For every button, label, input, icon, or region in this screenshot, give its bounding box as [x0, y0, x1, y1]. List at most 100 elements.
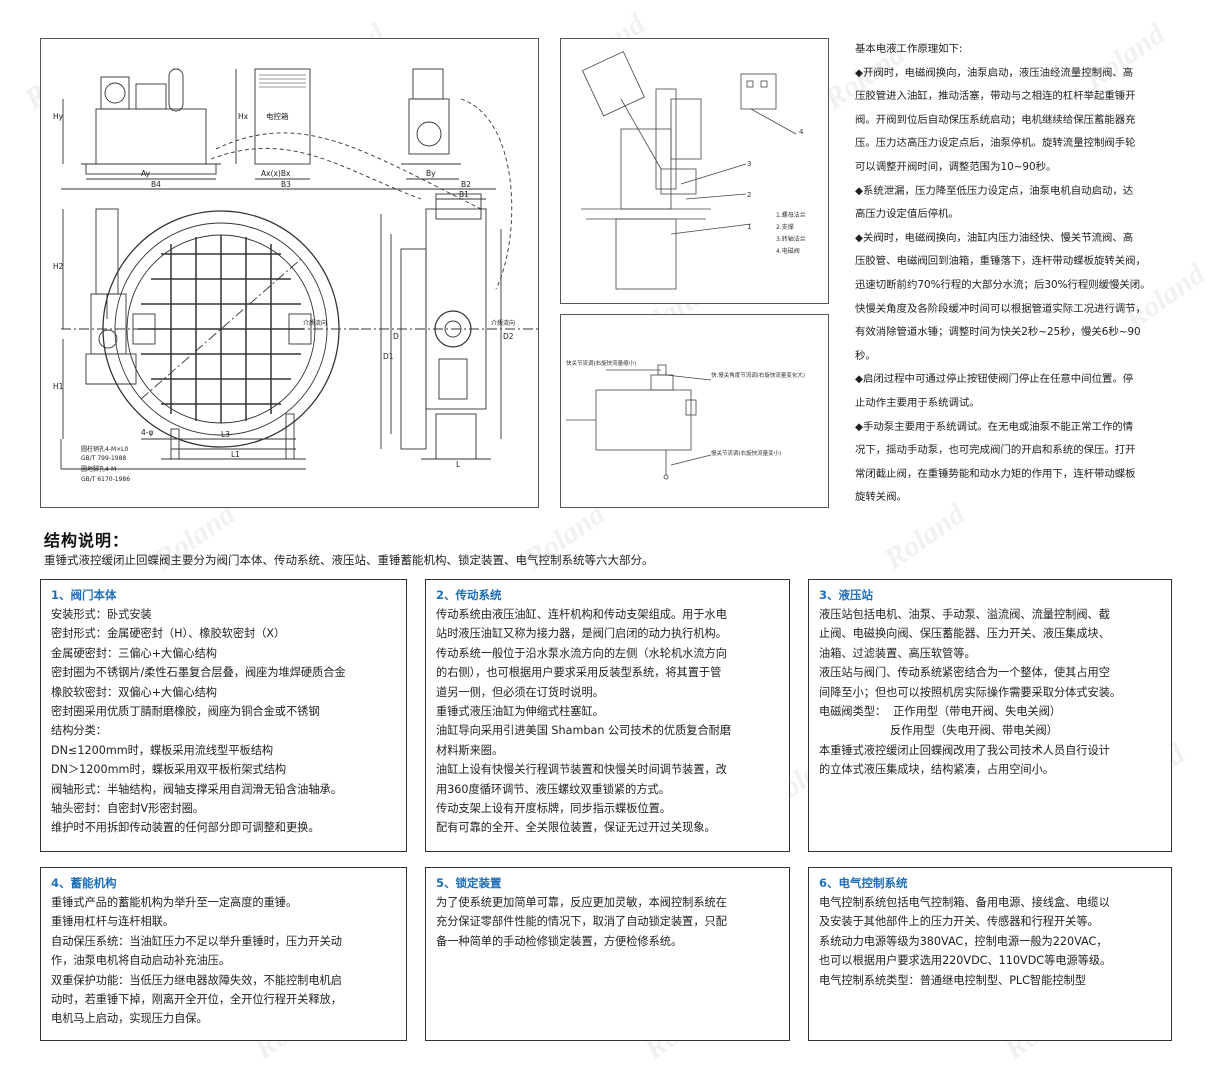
- dim-d: D: [393, 332, 399, 341]
- note-pin-hole: 圆柱销孔4-M×L0: [81, 445, 129, 453]
- box-line: 材料斯来圈。: [436, 743, 504, 757]
- box-line: 重锤式产品的蓄能机构为举升至一定高度的重锤。: [51, 896, 298, 909]
- box-line: 也可以根据用户要求选用220VDC、110VDC等电源等级。: [819, 954, 1112, 968]
- principle-line: 有效消除管道水锤；调整时间为快关2秒~25秒，慢关6秒~90: [855, 326, 1141, 339]
- box-lines: 为了使系统更加简单可靠，反应更加灵敏，本阀控制系统在充分保证零部件性能的情况下，…: [436, 893, 779, 951]
- legend-item: 4.电磁阀: [776, 247, 800, 255]
- principle-title: 基本电液工作原理如下:: [855, 43, 963, 55]
- dim-l1: L1: [231, 450, 240, 459]
- principle-line: 快慢关角度及各阶段缓冲时间可以根据管道实际工况进行调节，: [855, 302, 1146, 315]
- legend-item: 3.转轴法兰: [776, 235, 806, 243]
- box-line: 电气控制系统包括电气控制箱、备用电源、接线盒、电缆以: [819, 896, 1110, 909]
- angle-adjust-label: 快,慢关角度节流调(右旋快流量变化大): [711, 371, 805, 379]
- box-line: 结构分类：: [51, 724, 107, 738]
- dim-hy: Hy: [53, 112, 64, 121]
- callout-3: 3: [747, 160, 751, 168]
- structure-intro: 重锤式液控缓闭止回蝶阀主要分为阀门本体、传动系统、液压站、重锤蓄能机构、锁定装置…: [44, 553, 654, 567]
- callout-2: 2: [747, 191, 751, 199]
- principle-line: 压胶管、电磁阀回到油箱，重锤落下，连杆带动蝶板旋转关阀，: [855, 255, 1146, 268]
- legend-item: 1.螺母法兰: [776, 211, 806, 219]
- box-line: 电机马上启动，实现压力自保。: [51, 1012, 208, 1026]
- box-lines: 传动系统由液压油缸、连杆机构和传动支架组成。用于水电站时液压油缸又称为接力器，是…: [436, 605, 779, 838]
- box-line: 电磁阀类型： 正作用型（带电开阀、失电关阀）: [819, 705, 1062, 719]
- box-line: 间降至小；但也可以按照机房实际操作需要采取分体式安装。: [819, 685, 1122, 699]
- box-line: 及安装于其他部件上的压力开关、传感器和行程开关等。: [819, 915, 1099, 929]
- box-title: 6、电气控制系统: [819, 876, 908, 890]
- dim-b1: B1: [459, 190, 469, 199]
- dim-b2: B2: [461, 180, 471, 189]
- box-line: 的立体式液压集成块，结构紧凑，占用空间小。: [819, 763, 1054, 777]
- box-line: 密封圈为不锈钢片/柔性石墨复合层叠，阀座为堆焊硬质合金: [51, 666, 346, 680]
- box-line: 充分保证零部件性能的情况下，取消了自动锁定装置，只配: [436, 915, 727, 929]
- dim-by: By: [426, 169, 436, 178]
- box-line: 阀轴形式：半轴结构，阀轴支撑采用自润滑无铅含油轴承。: [51, 782, 342, 796]
- box-line: 自动保压系统：当油缸压力不足以举升重锤时，压力开关动: [51, 934, 342, 948]
- box-title: 4、蓄能机构: [51, 876, 117, 890]
- box-line: 电气控制系统类型：普通继电控制型、PLC智能控制型: [819, 973, 1086, 987]
- box-line: 为了使系统更加简单可靠，反应更加灵敏，本阀控制系统在: [436, 896, 727, 909]
- flow-direction-1: 介质流向: [303, 319, 327, 327]
- slow-close-adjust-label: 慢关节流调(右旋快流量变小): [711, 449, 781, 457]
- principle-lines: ◆开阀时，电磁阀换向，油泵启动，液压油经流量控制阀、高压胶管进入油缸，推动活塞，…: [855, 62, 1175, 510]
- box-line: 密封圈采用优质丁腈耐磨橡胶，阀座为铜合金或不锈钢: [51, 705, 320, 719]
- legend-item: 2.支撑: [776, 223, 794, 231]
- dim-ay: Ay: [141, 169, 151, 178]
- box-title: 3、液压站: [819, 588, 874, 602]
- box-line: 动时，若重锤下掉，刚离开全开位，全开位行程开关释放，: [51, 993, 342, 1007]
- principle-line: ◆开阀时，电磁阀换向，油泵启动，液压油经流量控制阀、高: [855, 66, 1134, 79]
- principle-line: 可以调整开阀时间，调整范围为10~90秒。: [855, 160, 1057, 173]
- box-line: 本重锤式液控缓闭止回蝶阀改用了我公司技术人员自行设计: [819, 743, 1110, 757]
- working-principle: 基本电液工作原理如下: ◆开阀时，电磁阀换向，油泵启动，液压油经流量控制阀、高压…: [855, 38, 1175, 510]
- callout-4: 4: [799, 128, 804, 136]
- box-line: 油箱、过滤装置、高压软管等。: [819, 646, 976, 660]
- dim-d1: D1: [383, 352, 394, 361]
- box-electrical-control: 6、电气控制系统 电气控制系统包括电气控制箱、备用电源、接线盒、电缆以及安装于其…: [808, 867, 1172, 1041]
- dim-b4: B4: [151, 180, 161, 189]
- fast-close-adjust-label: 快关节流调(右旋快流量缩小): [566, 359, 636, 367]
- principle-line: 阀。开阀到位后自动保压系统启动；电机继续给保压蓄能器充: [855, 113, 1136, 126]
- box-line: 传动系统一般位于沿水泵水流方向的左侧（水轮机水流方向: [436, 646, 727, 660]
- box-valve-body: 1、阀门本体 安装形式：卧式安装密封形式：金属硬密封（H）、橡胶软密封（X）金属…: [40, 579, 407, 852]
- box-line: DN≤1200mm时，蝶板采用流线型平板结构: [51, 743, 274, 757]
- callout-1: 1: [747, 223, 751, 231]
- principle-line: 压。压力达高压力设定点后，油泵停机。旋转流量控制阀手轮: [855, 137, 1136, 150]
- control-box-label: 电控箱: [266, 111, 289, 121]
- box-line: 油缸导向采用引进美国 Shamban 公司技术的优质复合耐磨: [436, 724, 732, 738]
- legend: 1.螺母法兰 2.支撑 3.转轴法兰 4.电磁阀: [776, 211, 806, 255]
- structure-title: 结构说明：: [44, 531, 130, 550]
- box-line: 道另一侧，但必须在订货时说明。: [436, 685, 604, 699]
- valve-dimension-drawing: Hy Hx 电控箱 Ay Ax(x)Bx By B4 B3 B2 B1 H2 H…: [53, 68, 541, 483]
- principle-line: 高压力设定值后停机。: [855, 208, 959, 221]
- box-line: 密封形式：金属硬密封（H）、橡胶软密封（X）: [51, 627, 286, 641]
- box-transmission: 2、传动系统 传动系统由液压油缸、连杆机构和传动支架组成。用于水电站时液压油缸又…: [425, 579, 790, 852]
- note-anchor-hole: 圆地脚孔4-M: [81, 465, 116, 473]
- side-drawing-panel: 4 3 2 1 1.螺母法兰 2.支撑 3.转轴法兰 4.电磁阀: [560, 38, 829, 304]
- box-lines: 液压站包括电机、油泵、手动泵、溢流阀、流量控制阀、截止阀、电磁换向阀、保压蓄能器…: [819, 605, 1161, 780]
- dim-d2: D2: [503, 332, 514, 341]
- box-line: 系统动力电源等级为380VAC，控制电源一般为220VAC，: [819, 934, 1108, 948]
- principle-line: 秒。: [855, 349, 876, 362]
- box-line: 用360度循环调节、液压螺纹双重锁紧的方式。: [436, 782, 670, 796]
- box-line: 油缸上设有快慢关行程调节装置和快慢关时间调节装置，改: [436, 763, 727, 777]
- box-line: DN＞1200mm时，蝶板采用双平板桁架式结构: [51, 763, 287, 777]
- note-std-1: GB/T 799-1988: [81, 455, 126, 462]
- principle-line: 迅速切断前约70%行程的大部分水流；后30%行程则缓慢关闭。: [855, 278, 1151, 291]
- dim-h1: H1: [53, 382, 64, 391]
- box-line: 维护时不用拆卸传动装置的任何部分即可调整和更换。: [51, 821, 320, 835]
- box-line: 止阀、电磁换向阀、保压蓄能器、压力开关、液压集成块、: [819, 627, 1110, 641]
- principle-line: 压胶管进入油缸，推动活塞，带动与之相连的杠杆举起重锤开: [855, 90, 1136, 103]
- dim-l: L: [456, 460, 461, 469]
- box-title: 2、传动系统: [436, 588, 502, 602]
- principle-line: ◆系统泄漏，压力降至低压力设定点，油泵电机自动启动，达: [855, 184, 1134, 197]
- note-std-2: GB/T 6170-1986: [81, 476, 130, 483]
- box-line: 的右侧），也可根据用户要求采用反装型系统，将其置于管: [436, 666, 722, 680]
- box-line: 液压站包括电机、油泵、手动泵、溢流阀、流量控制阀、截: [819, 608, 1110, 621]
- cylinder-drawing-panel: 快关节流调(右旋快流量缩小) 快,慢关角度节流调(右旋快流量变化大) 慢关节流调…: [560, 314, 829, 508]
- principle-line: 常闭截止阀，在重锤势能和动水力矩的作用下，连杆带动蝶板: [855, 467, 1136, 480]
- box-line: 传动支架上设有开度标牌，同步指示蝶板位置。: [436, 802, 671, 816]
- side-assembly-drawing: 4 3 2 1 1.螺母法兰 2.支撑 3.转轴法兰 4.电磁阀: [581, 51, 806, 290]
- box-lines: 电气控制系统包括电气控制箱、备用电源、接线盒、电缆以及安装于其他部件上的压力开关…: [819, 893, 1161, 990]
- box-energy-storage: 4、蓄能机构 重锤式产品的蓄能机构为举升至一定高度的重锤。重锤用杠杆与连杆相联。…: [40, 867, 407, 1041]
- principle-line: ◆关阀时，电磁阀换向，油缸内压力油经快、慢关节流阀、高: [855, 231, 1134, 244]
- box-line: 橡胶软密封：双偏心+大偏心结构: [51, 685, 217, 699]
